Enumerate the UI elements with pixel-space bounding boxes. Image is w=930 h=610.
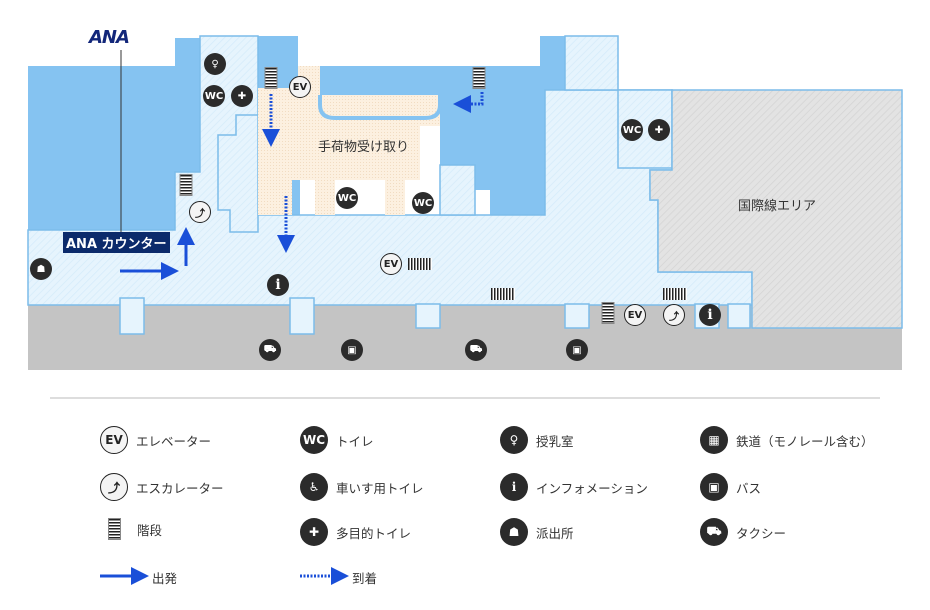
legend-label: エレベーター: [136, 433, 212, 449]
escalator-icon: ⤴: [189, 201, 211, 223]
legend-item-arrival-arrow: 到着: [352, 568, 377, 587]
legend-label: 派出所: [536, 525, 574, 541]
legend-label: トイレ: [336, 433, 374, 449]
legend-item-police-box: ☗ 派出所: [500, 518, 574, 546]
legend-item-elevator: EV エレベーター: [100, 426, 211, 454]
legend-label: 階段: [137, 522, 163, 538]
information-icon: i: [267, 274, 289, 296]
legend-item-train: ▦ 鉄道（モノレール含む）: [700, 426, 874, 454]
escalator-icon: ⤴: [663, 304, 685, 326]
inner-block: [439, 164, 476, 216]
elevator-icon: EV: [100, 426, 128, 454]
toilet-icon: WC: [412, 192, 434, 214]
legend-item-multipurpose-toilet: ✚ 多目的トイレ: [300, 518, 411, 546]
stairs-icon: [179, 174, 193, 196]
bus-icon: ▣: [700, 473, 728, 501]
legend-label: 鉄道（モノレール含む）: [736, 433, 874, 449]
toilet-icon: WC: [300, 426, 328, 454]
legend-item-information: i インフォメーション: [500, 473, 648, 501]
baggage-claim-area: [258, 66, 440, 215]
legend-label: タクシー: [736, 525, 787, 541]
ana-counter-label: ANA カウンター: [63, 232, 170, 253]
legend-item-taxi: ⛟ タクシー: [700, 518, 786, 546]
escalator-icon: ⤴: [100, 473, 128, 501]
legend-label: 多目的トイレ: [336, 525, 412, 541]
legend-label: 出発: [152, 571, 178, 586]
elevator-icon: EV: [289, 76, 311, 98]
information-icon: i: [500, 473, 528, 501]
multipurpose-toilet-icon: ✚: [300, 518, 328, 546]
arrival-arrow: [453, 92, 484, 113]
legend-label: インフォメーション: [536, 480, 648, 496]
toilet-icon: WC: [621, 119, 643, 141]
international-area-label: 国際線エリア: [738, 199, 817, 214]
legend-item-stairs: 階段: [100, 518, 162, 540]
elevator-icon: EV: [624, 304, 646, 326]
legend-label: 車いす用トイレ: [336, 480, 424, 496]
toilet-icon: WC: [336, 187, 358, 209]
legend-item-nursing-room: ♀ 授乳室: [500, 426, 574, 454]
stairs-icon: [108, 518, 121, 540]
bus-icon: ▣: [566, 339, 588, 361]
ana-logo: ANA: [89, 27, 130, 48]
carousel-belt: [320, 66, 440, 95]
nursing-room-icon: ♀: [500, 426, 528, 454]
wheelchair-toilet-icon: ♿: [300, 473, 328, 501]
train-icon: ▦: [700, 426, 728, 454]
walkway-north: [564, 35, 619, 91]
legend-label: バス: [736, 480, 762, 496]
legend-label: 到着: [352, 571, 378, 586]
taxi-icon: ⛟: [465, 339, 487, 361]
legend-item-wheelchair-toilet: ♿ 車いす用トイレ: [300, 473, 424, 501]
international-area: [649, 89, 903, 329]
taxi-icon: ⛟: [259, 339, 281, 361]
multipurpose-toilet-icon: ✚: [648, 119, 670, 141]
multipurpose-toilet-icon: ✚: [231, 85, 253, 107]
legend-item-departure-arrow: 出発: [152, 568, 177, 587]
nursing-room-icon: ♀: [204, 53, 226, 75]
bus-icon: ▣: [341, 339, 363, 361]
elevator-icon: EV: [380, 253, 402, 275]
stairs-icon: [601, 302, 615, 324]
inner-wall: [217, 114, 259, 233]
baggage-carousel: [318, 95, 442, 120]
legend-label: エスカレーター: [136, 480, 224, 496]
police-box-icon: ☗: [30, 258, 52, 280]
information-icon: i: [699, 304, 721, 326]
stairs-icon: [408, 258, 432, 270]
police-box-icon: ☗: [500, 518, 528, 546]
legend-item-toilet: WC トイレ: [300, 426, 374, 454]
stairs-icon: [663, 288, 687, 300]
taxi-icon: ⛟: [700, 518, 728, 546]
stairs-icon: [264, 67, 278, 89]
toilet-icon: WC: [203, 85, 225, 107]
legend-item-escalator: ⤴ エスカレーター: [100, 473, 224, 501]
legend-item-bus: ▣ バス: [700, 473, 761, 501]
stairs-icon: [491, 288, 515, 300]
legend-label: 授乳室: [536, 433, 574, 449]
stairs-icon: [472, 67, 486, 89]
baggage-claim-label: 手荷物受け取り: [318, 140, 410, 155]
